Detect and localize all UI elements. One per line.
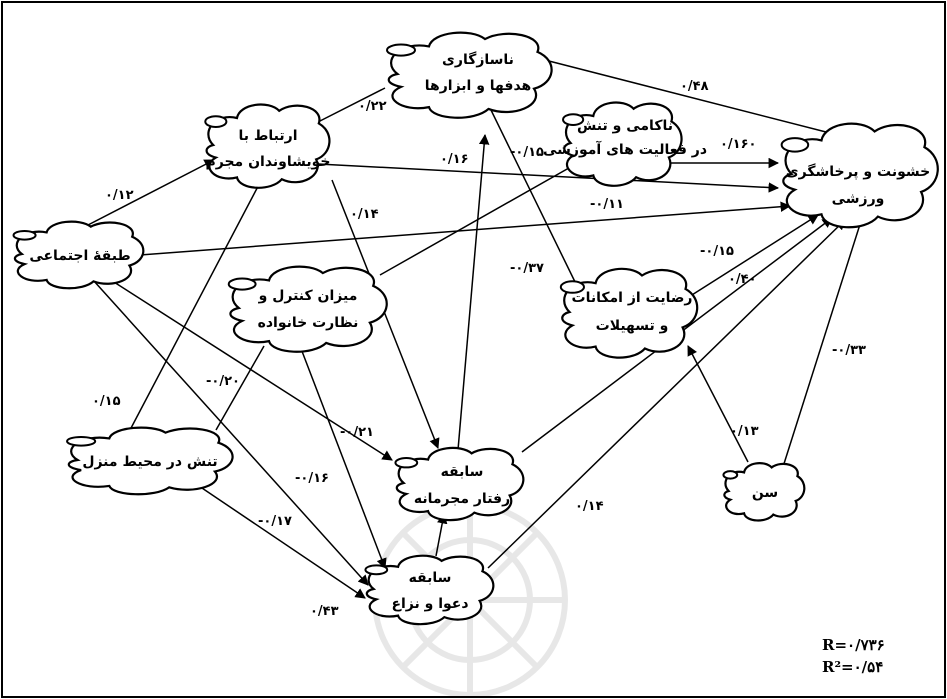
- edge-label: ۰/۴۰: [728, 272, 757, 287]
- node-label: تنش در محیط منزل: [82, 454, 217, 470]
- node-social-class: طبقهٔ اجتماعی: [12, 220, 145, 290]
- node-label-line1: میزان کنترل و: [258, 288, 358, 304]
- edge-goals-to-satisfaction: [489, 107, 579, 289]
- edge-age-to-violence: [781, 217, 863, 471]
- edge-label: ۰/۴۸: [680, 79, 709, 94]
- node-label: طبقهٔ اجتماعی: [29, 248, 130, 264]
- edge-social-to-criminal: [91, 267, 393, 461]
- edge-relatives-to-goals: [317, 87, 386, 123]
- edge-label: ۰/۱۶: [440, 152, 469, 167]
- r-squared-value: R²=۰/۵۴: [822, 658, 883, 676]
- edge-relatives-to-violence: [317, 163, 780, 193]
- edge-satisfaction-to-violence: [683, 214, 819, 301]
- edges: [83, 59, 863, 599]
- node-sports-violence: خشونت و پرخاشگری ورزشی: [779, 121, 940, 230]
- node-label-line2: در فعالیت های آموزشی: [543, 140, 707, 158]
- edge-age-to-satisfaction: [687, 345, 749, 463]
- edge-family-to-failure: [379, 159, 584, 276]
- node-label-line1: سابقه: [409, 570, 452, 586]
- node-label-line1: خشونت و پرخاشگری: [786, 163, 930, 180]
- edge-social-to-conflict: [83, 269, 369, 586]
- edge-social-to-relatives: [87, 159, 215, 226]
- node-label-line1: ناکامی و تنش: [577, 118, 673, 134]
- node-age: سن: [722, 462, 806, 522]
- edge-home-to-family: [215, 345, 265, 431]
- node-label-line1: ارتباط با: [238, 128, 297, 144]
- model-fit: R=۰/۷۳۶ R²=۰/۵۴: [822, 636, 885, 676]
- edge-label: -۰/۲۰: [206, 374, 240, 389]
- node-label-line1: رضایت از امکانات: [572, 290, 693, 306]
- node-label-line2: دعوا و نزاع: [391, 596, 468, 612]
- node-home-tension: تنش در محیط منزل: [65, 425, 235, 496]
- edge-label: ۰/۱۴: [575, 499, 604, 514]
- edge-label: -۰/۱۵: [700, 244, 734, 259]
- node-criminal-relatives: ارتباط با خویشاوندان مجرم: [203, 103, 331, 190]
- node-label-line2: رفتار مجرمانه: [414, 491, 510, 507]
- node-goals-means: ناسازگاری هدفها و ابزارها: [385, 30, 554, 120]
- node-label-line1: سابقه: [441, 464, 484, 480]
- node-educational-failure: ناکامی و تنش در فعالیت های آموزشی: [543, 101, 707, 188]
- edge-label: ۰/۴۳: [310, 604, 339, 619]
- node-label-line2: و تسهیلات: [596, 318, 669, 334]
- node-facility-satisfaction: رضایت از امکانات و تسهیلات: [559, 267, 699, 360]
- edge-family-to-conflict: [299, 345, 387, 569]
- edge-label: -۰/۱۵: [510, 145, 544, 160]
- edge-home-to-relatives: [129, 174, 265, 431]
- node-label-line2: نظارت خانواده: [258, 315, 359, 331]
- node-criminal-history: سابقه رفتار مجرمانه: [393, 446, 525, 522]
- edge-conflict-to-violence: [487, 219, 846, 569]
- edge-label: -۰/۳۷: [510, 261, 544, 276]
- edge-home-to-conflict: [195, 483, 366, 599]
- node-label-line2: هدفها و ابزارها: [425, 78, 532, 94]
- node-label-line2: خویشاوندان مجرم: [205, 154, 330, 170]
- edge-label: ۰/۱۳: [730, 424, 759, 439]
- edge-label: -۰/۱۷: [258, 514, 292, 529]
- r-value: R=۰/۷۳۶: [822, 636, 885, 654]
- edge-relatives-to-criminal: [331, 179, 440, 449]
- edge-label: -۰/۲۱: [340, 425, 374, 440]
- node-label: سن: [752, 485, 778, 501]
- edge-social-to-violence: [139, 201, 792, 256]
- edge-label: -۰/۱۶: [295, 471, 329, 486]
- node-label-line1: ناسازگاری: [442, 51, 514, 68]
- node-family-control: میزان کنترل و نظارت خانواده: [226, 264, 389, 354]
- edge-label: -۰/۳۳: [832, 343, 866, 358]
- node-label-line2: ورزشی: [832, 191, 885, 207]
- edge-label: -۰/۱۱: [590, 197, 624, 212]
- edge-label: ۰/۱۲: [105, 188, 134, 203]
- edge-criminal-to-goals: [457, 133, 490, 451]
- edge-label: ۰/۱۵: [92, 394, 121, 409]
- edge-conflict-to-criminal: [435, 512, 448, 557]
- edge-label: ۰/۱۴: [350, 207, 379, 222]
- edge-goals-to-violence: [544, 59, 827, 133]
- edge-labels: ۰/۱۲ ۰/۲۲ ۰/۴۸ ۰/۱۶ -۰/۱۵ ۰/۱۶۰ -۰/۱۱ ۰/…: [92, 79, 866, 619]
- node-conflict-history: سابقه دعوا و نزاع: [363, 554, 495, 626]
- edge-label: ۰/۲۲: [358, 99, 387, 114]
- edge-label: ۰/۱۶۰: [720, 137, 757, 152]
